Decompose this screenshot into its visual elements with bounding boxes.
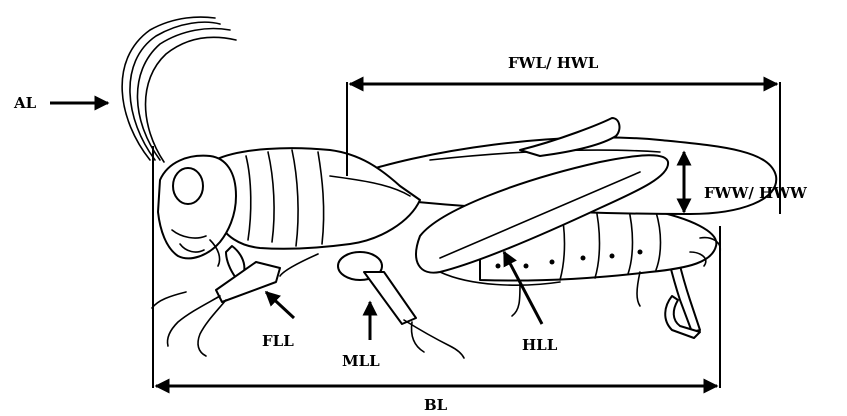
label-fwl-hwl: FWL/ HWL [508, 54, 599, 72]
label-bl: BL [424, 396, 448, 414]
grasshopper-illustration [122, 17, 776, 358]
compound-eye [173, 168, 203, 204]
label-fll: FLL [262, 332, 294, 350]
antenna [122, 17, 236, 162]
label-fww-hww: FWW/ HWW [704, 184, 808, 202]
label-mll: MLL [342, 352, 380, 370]
foreleg [152, 246, 280, 356]
label-hll: HLL [522, 336, 558, 354]
fll-arrow [266, 292, 294, 318]
label-al: AL [13, 94, 37, 112]
